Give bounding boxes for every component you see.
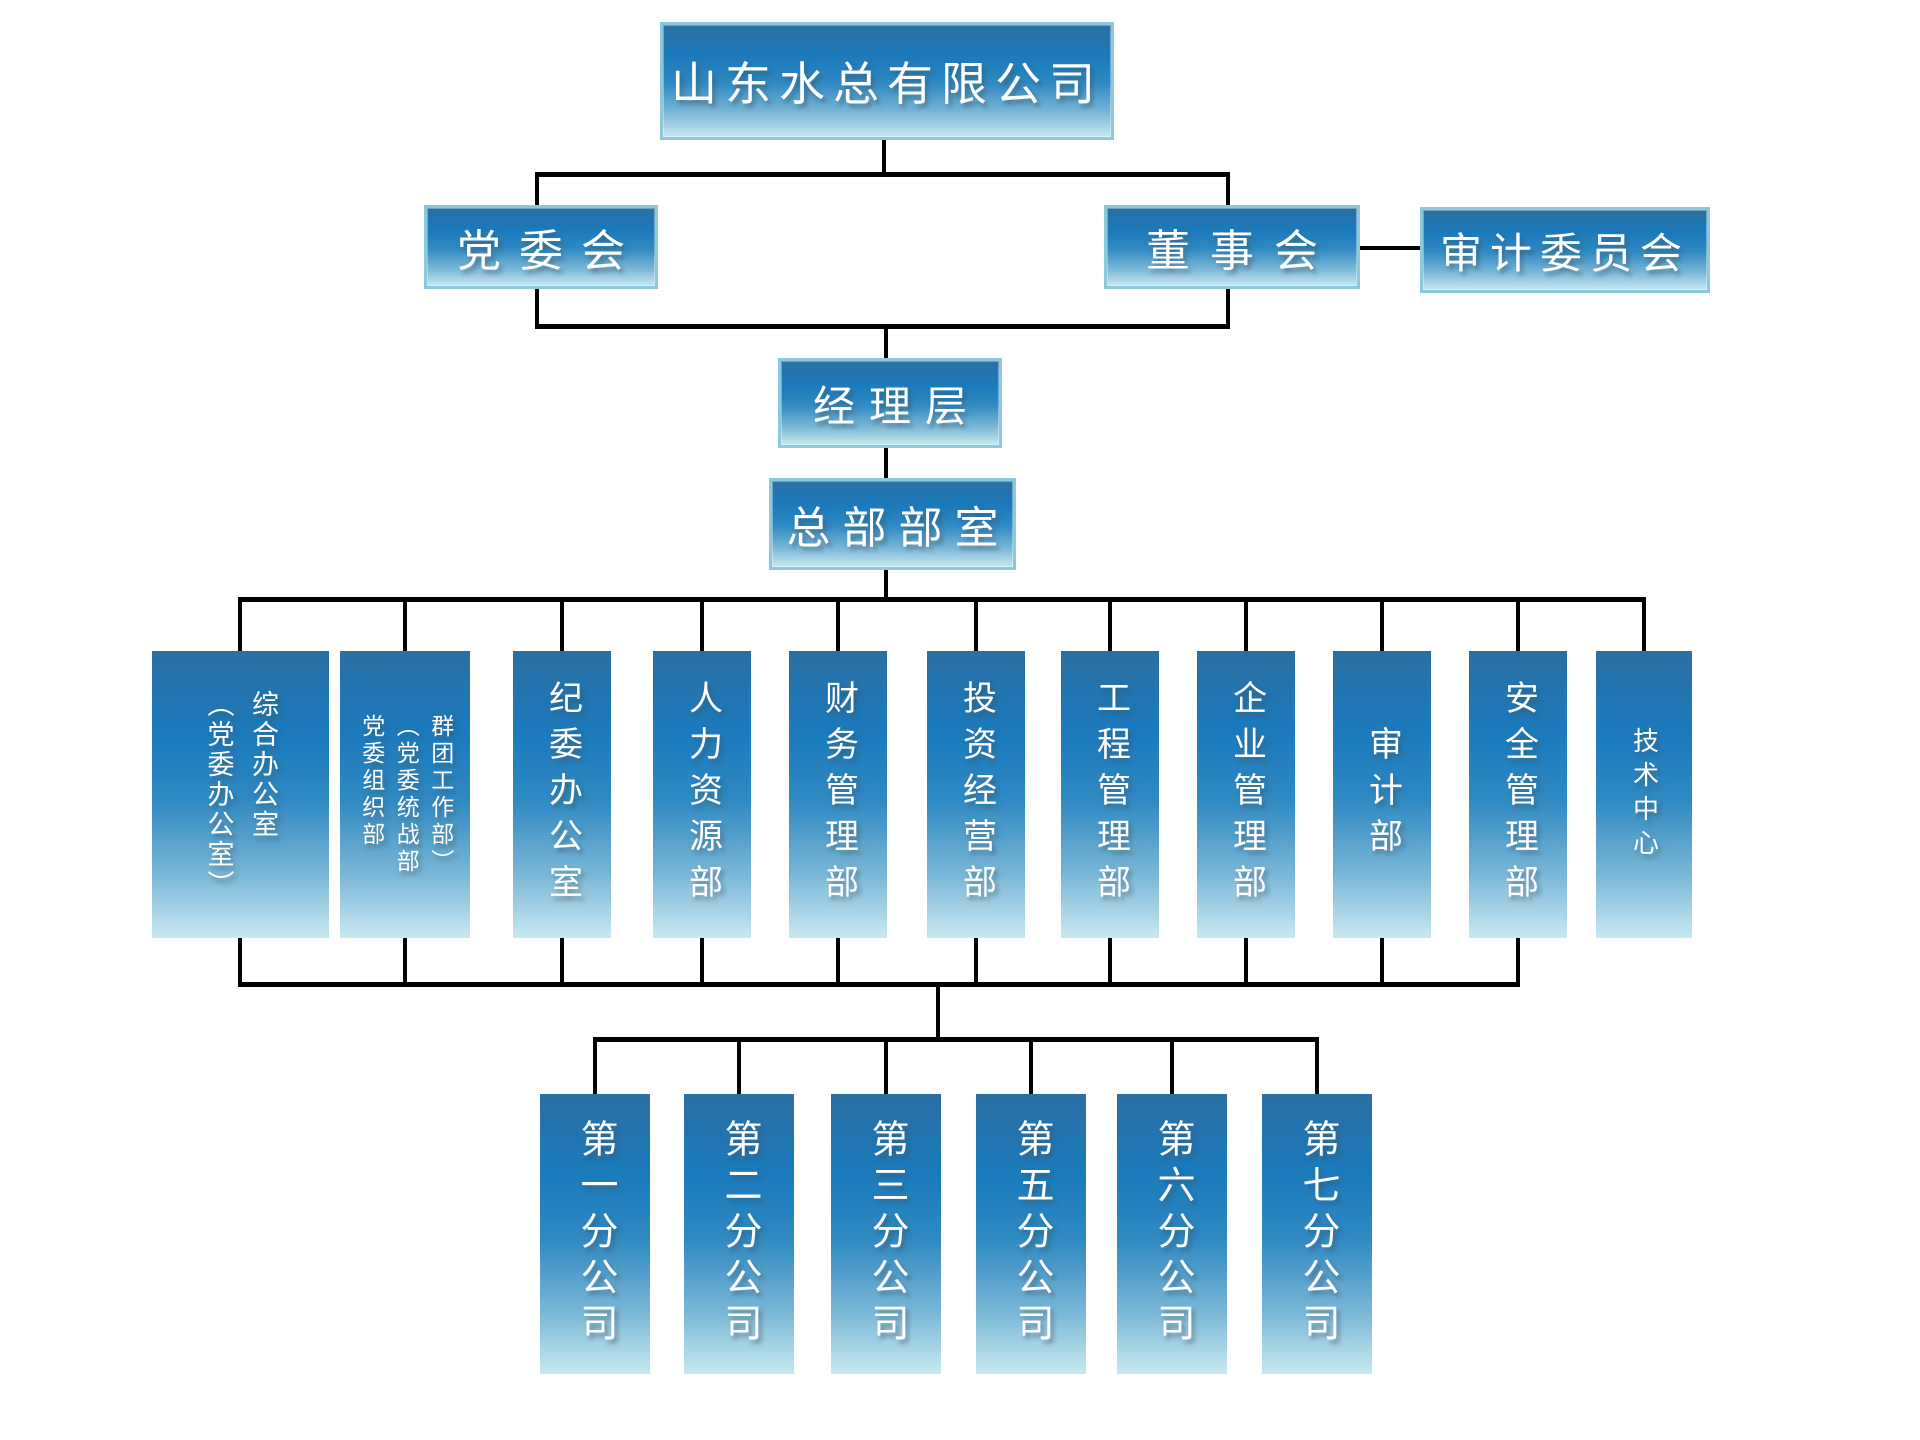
audit-committee-label: 审计委员会	[1439, 231, 1690, 278]
dept-label: 纪委办公室	[543, 679, 581, 910]
dept-box-finance-management: 财务管理部	[789, 651, 887, 938]
connector-dept-stub	[1380, 597, 1384, 653]
connector-management-hq	[884, 440, 888, 480]
org-box-party-committee: 党委会	[424, 205, 658, 289]
management-level-label: 经理层	[812, 384, 981, 431]
connector-dept-stub	[700, 597, 704, 653]
connector-dept-bottom-stub	[1380, 936, 1384, 984]
connector-dept-stub	[1642, 597, 1646, 653]
dept-label: 群团工作部） （党委统战部 党委组织部	[358, 713, 453, 876]
dept-label: 企业管理部	[1227, 679, 1265, 910]
connector-dept-bottom-stub	[1108, 936, 1112, 984]
org-box-root: 山东水总有限公司	[660, 22, 1114, 140]
connector-dept-stub	[238, 597, 242, 653]
dept-label: 财务管理部	[819, 679, 857, 910]
connector-branch-drop	[593, 1037, 597, 1096]
connector-dept-stub	[836, 597, 840, 653]
branch-box-no5-company: 第五分公司	[976, 1094, 1086, 1374]
connector-dept-stub	[1108, 597, 1112, 653]
connector-bus2	[535, 324, 1230, 329]
org-box-root-label: 山东水总有限公司	[671, 59, 1103, 110]
connector-dept-bottom-stub	[238, 936, 242, 984]
connector-dept-bottom-stub	[560, 936, 564, 984]
connector-party-down	[535, 281, 539, 328]
connector-management-up-stub	[884, 324, 888, 358]
dept-box-investment-operation: 投资经营部	[927, 651, 1025, 938]
branch-box-no6-company: 第六分公司	[1117, 1094, 1227, 1374]
org-box-hq-departments: 总部部室	[769, 478, 1016, 570]
connector-dept-stub	[974, 597, 978, 653]
connector-dept-bottom-stub	[1516, 936, 1520, 984]
branch-label: 第一分公司	[574, 1119, 616, 1349]
dept-label: 人力资源部	[683, 679, 721, 910]
connector-bus5-branches	[593, 1037, 1319, 1042]
connector-bus4-collector	[238, 982, 1520, 987]
connector-bus1-right-stub	[1226, 172, 1230, 208]
dept-box-technology-center: 技术中心	[1596, 651, 1692, 938]
connector-board-audit	[1352, 246, 1420, 250]
party-committee-label: 党委会	[457, 227, 643, 276]
connector-root-stub	[882, 131, 886, 176]
dept-box-audit: 审计部	[1333, 651, 1431, 938]
dept-box-safety-management: 安全管理部	[1469, 651, 1567, 938]
connector-bus3-departments	[238, 597, 1646, 602]
connector-branch-drop	[1315, 1037, 1319, 1096]
dept-label: 技术中心	[1629, 726, 1659, 863]
dept-label: 审计部	[1363, 725, 1401, 864]
dept-box-party-organization: 群团工作部） （党委统战部 党委组织部	[340, 651, 470, 938]
connector-hq-down	[884, 560, 888, 600]
branch-label: 第七分公司	[1296, 1119, 1338, 1349]
connector-branch-drop	[1170, 1037, 1174, 1096]
connector-dept-bottom-stub	[974, 936, 978, 984]
connector-collector-mid	[936, 982, 940, 1041]
connector-bus1-left-stub	[535, 172, 539, 208]
dept-box-general-office: 综合办公室 （党委办公室）	[152, 651, 329, 938]
connector-dept-stub	[560, 597, 564, 653]
connector-branch-drop	[1029, 1037, 1033, 1096]
connector-board-down	[1226, 281, 1230, 328]
dept-box-engineering-management: 工程管理部	[1061, 651, 1159, 938]
dept-box-discipline-inspection-office: 纪委办公室	[513, 651, 611, 938]
connector-dept-stub	[403, 597, 407, 653]
dept-box-human-resources: 人力资源部	[653, 651, 751, 938]
connector-dept-bottom-stub	[1244, 936, 1248, 984]
dept-label: 投资经营部	[957, 679, 995, 910]
connector-dept-stub	[1244, 597, 1248, 653]
branch-label: 第六分公司	[1151, 1119, 1193, 1349]
branch-label: 第五分公司	[1010, 1119, 1052, 1349]
org-box-board-of-directors: 董事会	[1104, 205, 1360, 289]
dept-label: 工程管理部	[1091, 679, 1129, 910]
board-of-directors-label: 董事会	[1146, 227, 1338, 276]
connector-dept-stub	[1516, 597, 1520, 653]
connector-branch-drop	[884, 1037, 888, 1096]
branch-box-no1-company: 第一分公司	[540, 1094, 650, 1374]
hq-departments-label: 总部部室	[786, 504, 1011, 553]
dept-label: 安全管理部	[1499, 679, 1537, 910]
dept-box-enterprise-management: 企业管理部	[1197, 651, 1295, 938]
branch-box-no2-company: 第二分公司	[684, 1094, 794, 1374]
branch-label: 第二分公司	[718, 1119, 760, 1349]
connector-dept-bottom-stub	[700, 936, 704, 984]
connector-dept-bottom-stub	[836, 936, 840, 984]
connector-dept-bottom-stub	[403, 936, 407, 984]
branch-box-no3-company: 第三分公司	[831, 1094, 941, 1374]
org-box-management-level: 经理层	[778, 358, 1002, 448]
dept-label: 综合办公室 （党委办公室）	[203, 689, 279, 900]
org-box-audit-committee: 审计委员会	[1420, 207, 1710, 293]
branch-box-no7-company: 第七分公司	[1262, 1094, 1372, 1374]
connector-branch-drop	[737, 1037, 741, 1096]
branch-label: 第三分公司	[865, 1119, 907, 1349]
connector-bus1	[535, 172, 1230, 177]
